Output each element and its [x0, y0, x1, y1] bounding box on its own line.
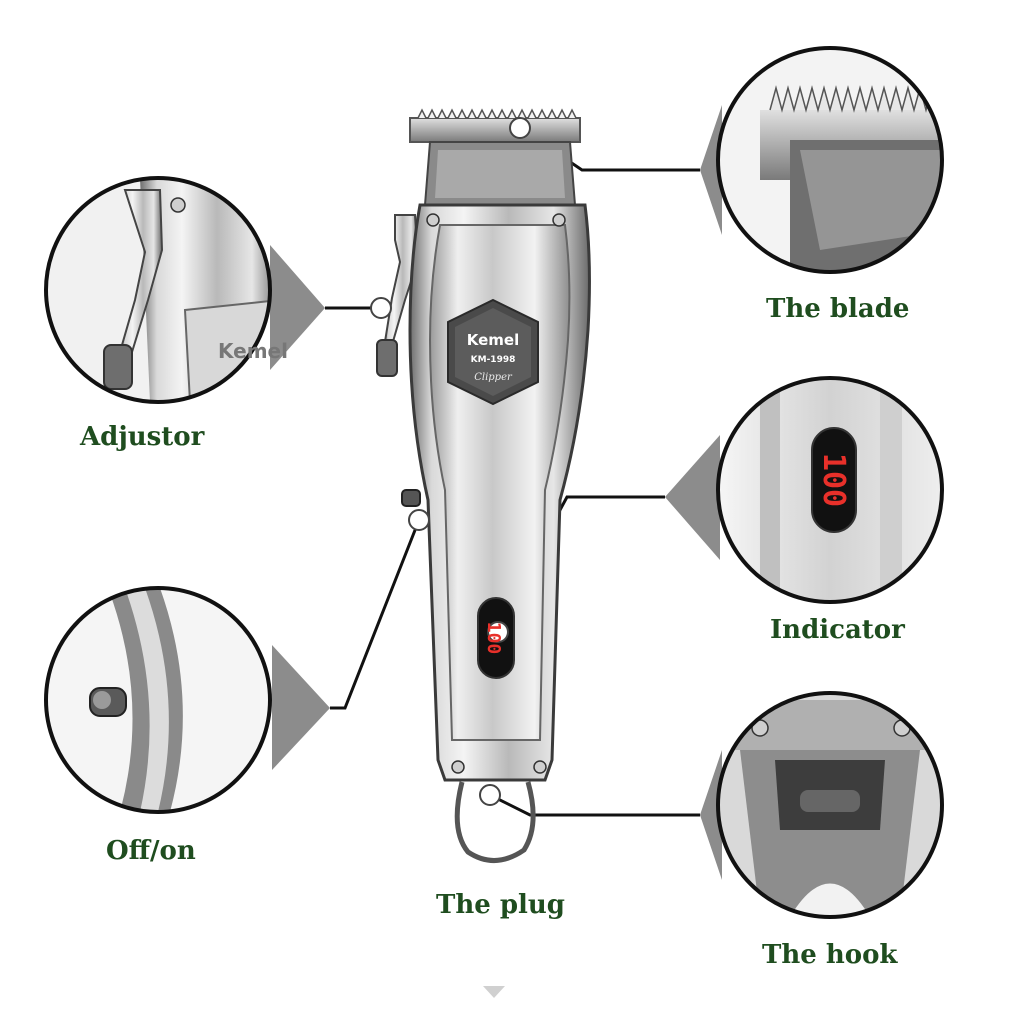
label-the-blade: The blade — [766, 294, 910, 324]
label-off-on: Off/on — [106, 836, 196, 866]
adjustor-detail-circle — [44, 176, 272, 404]
hook-callout-wedge — [700, 750, 722, 880]
adjustor-brand-fragment: Kemel — [218, 339, 288, 363]
indicator-detail-circle — [716, 376, 944, 604]
offon-callout-wedge — [272, 645, 330, 770]
blade-detail-circle — [716, 46, 944, 274]
model-text: KM-1998 — [471, 355, 516, 365]
anchor-dots — [370, 117, 531, 806]
blade-callout-wedge — [700, 105, 722, 235]
label-adjustor: Adjustor — [80, 422, 205, 452]
chevron-down-icon — [483, 986, 505, 998]
label-the-plug: The plug — [436, 890, 565, 920]
brand-logo-text: Kemel — [467, 331, 519, 349]
display-reading-large: 100 — [816, 453, 851, 507]
clipper-script-text: Clipper — [474, 372, 513, 383]
indicator-callout-wedge — [665, 435, 720, 560]
offon-detail-circle — [44, 586, 272, 814]
label-indicator: Indicator — [770, 615, 905, 645]
clipper-product — [376, 108, 591, 863]
adjustor-callout-wedge — [270, 245, 325, 370]
label-the-hook: The hook — [762, 940, 898, 970]
display-reading-small: 100 — [483, 622, 504, 655]
hook-detail-circle — [716, 691, 944, 919]
